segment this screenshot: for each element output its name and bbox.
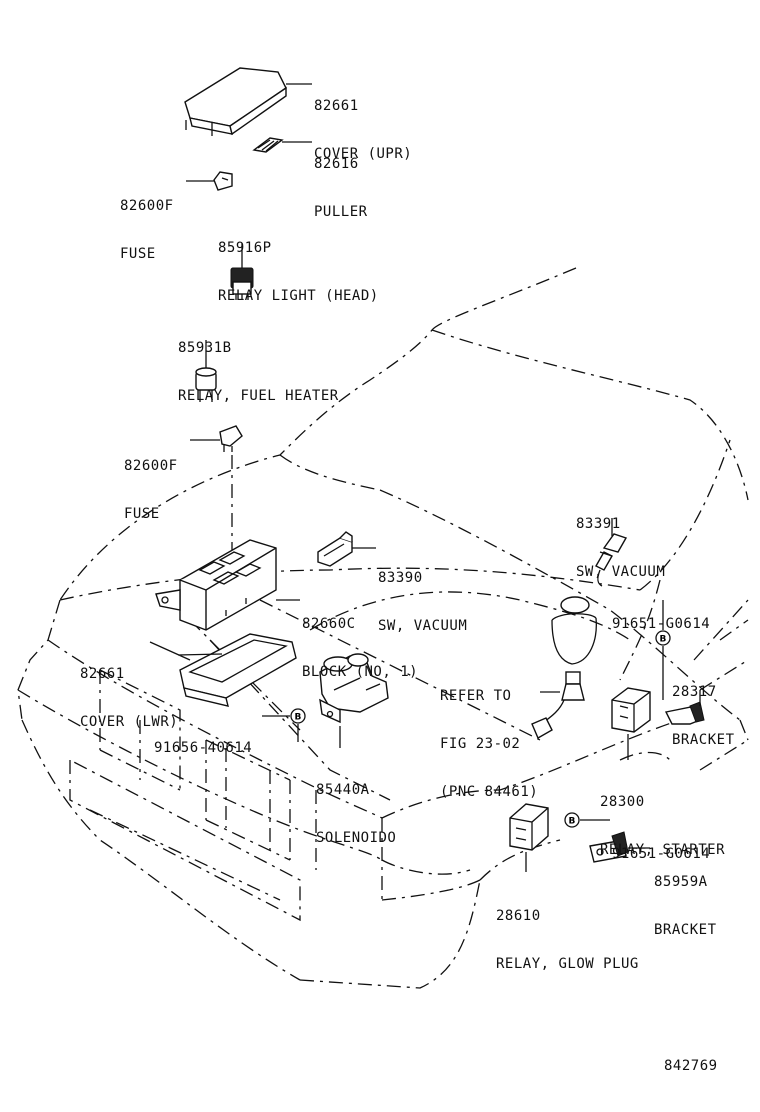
- label-puller: 82616 PULLER: [314, 124, 368, 252]
- part-number: 28300: [600, 794, 645, 810]
- label-bolt-upper: 91651-G0614: [612, 584, 710, 664]
- part-number: 83391: [576, 516, 621, 532]
- label-refer-to: REFER TO FIG 23-02 (PNC 84461): [440, 656, 538, 832]
- label-sw-vac-right: 83391 SW, VACUUM: [576, 484, 665, 612]
- part-number: 82660C: [302, 616, 356, 632]
- leader-cover-lower: [149, 641, 223, 661]
- label-relay-starter: 28300 RELAY, STARTER: [600, 762, 725, 890]
- part-number: 82661: [80, 666, 125, 682]
- puller-part: [252, 137, 284, 153]
- label-relay-light: 85916P RELAY LIGHT (HEAD): [218, 208, 379, 336]
- part-name: SW, VACUUM: [576, 564, 666, 580]
- part-number: 82600F: [120, 198, 174, 214]
- part-name: RELAY, FUEL HEATER: [178, 388, 339, 404]
- relay-fuel-part: [195, 367, 217, 402]
- bolt-marker-lower: B: [564, 812, 580, 828]
- solenoid-part: [319, 653, 389, 724]
- label-bolt-left: 91656-40614: [154, 708, 252, 788]
- refer-line-2: FIG 23-02: [440, 736, 521, 752]
- label-bolt-lower: 91651-G0614: [612, 814, 710, 894]
- refer-line-1: REFER TO: [440, 688, 512, 704]
- cover-upper-part: [184, 67, 287, 136]
- label-relay-glow: 28610 RELAY, GLOW PLUG: [496, 876, 639, 1004]
- part-number: 91651-G0614: [612, 616, 711, 632]
- part-name: SW, VACUUM: [378, 618, 468, 634]
- diagram-code: 842769: [664, 1058, 718, 1074]
- part-number: 85931B: [178, 340, 232, 356]
- part-name: RELAY, GLOW PLUG: [496, 956, 639, 972]
- bolt-marker-left: B: [290, 708, 306, 724]
- part-name: BLOCK (NO, 1): [302, 664, 419, 680]
- refer-line-3: (PNC 84461): [440, 784, 539, 800]
- part-name: FUSE: [120, 246, 156, 262]
- part-name: FUSE: [124, 506, 160, 522]
- label-cover-lower: 82661 COVER (LWR): [80, 634, 178, 762]
- part-number: 91656-40614: [154, 740, 253, 756]
- svg-text:B: B: [569, 817, 576, 827]
- part-name: PULLER: [314, 204, 368, 220]
- part-number: 85959A: [654, 874, 708, 890]
- svg-text:B: B: [660, 635, 667, 645]
- relay-light-part: [230, 267, 254, 300]
- part-name: RELAY, STARTER: [600, 842, 726, 858]
- label-relay-fuel: 85931B RELAY, FUEL HEATER: [178, 308, 339, 436]
- label-cover-upper: 82661 COVER (UPR): [314, 66, 412, 194]
- part-name: BRACKET: [654, 922, 717, 938]
- part-name: RELAY LIGHT (HEAD): [218, 288, 379, 304]
- bracket-28317-part: [664, 701, 705, 725]
- part-number: 28610: [496, 908, 541, 924]
- fuse-top-part: [213, 171, 233, 191]
- part-number: 85916P: [218, 240, 272, 256]
- part-number: 82616: [314, 156, 359, 172]
- label-fuse-top: 82600F FUSE: [120, 166, 174, 294]
- canister-part: [531, 596, 597, 739]
- cover-lower-part: [179, 633, 297, 707]
- fuse-mid-part: [219, 425, 243, 452]
- part-number: 91651-G0614: [612, 846, 711, 862]
- part-number: 82661: [314, 98, 359, 114]
- svg-text:B: B: [295, 713, 302, 723]
- label-fuse-mid: 82600F FUSE: [124, 426, 178, 554]
- part-number: 85440A: [316, 782, 370, 798]
- part-number: 83390: [378, 570, 423, 586]
- part-number: 82600F: [124, 458, 178, 474]
- relay-glow-part: [509, 803, 549, 851]
- label-solenoid: 85440A SOLENOIDO: [316, 750, 396, 878]
- part-name: COVER (LWR): [80, 714, 179, 730]
- part-name: SOLENOIDO: [316, 830, 397, 846]
- block-part: [155, 539, 277, 631]
- label-bracket-28317: 28317 BRACKET: [672, 652, 735, 780]
- label-block: 82660C BLOCK (NO, 1): [302, 584, 418, 712]
- label-sw-vac-center: 83390 SW, VACUUM: [378, 538, 467, 666]
- relay-starter-part: [611, 687, 651, 733]
- sw-vac-center-part: [317, 531, 353, 567]
- part-number: 28317: [672, 684, 717, 700]
- part-name: BRACKET: [672, 732, 735, 748]
- bolt-marker-upper: B: [655, 630, 671, 646]
- sw-vac-right-part: [595, 533, 628, 587]
- bracket-85959-part: [589, 831, 629, 863]
- label-bracket-85959: 85959A BRACKET: [654, 842, 717, 970]
- part-name: COVER (UPR): [314, 146, 413, 162]
